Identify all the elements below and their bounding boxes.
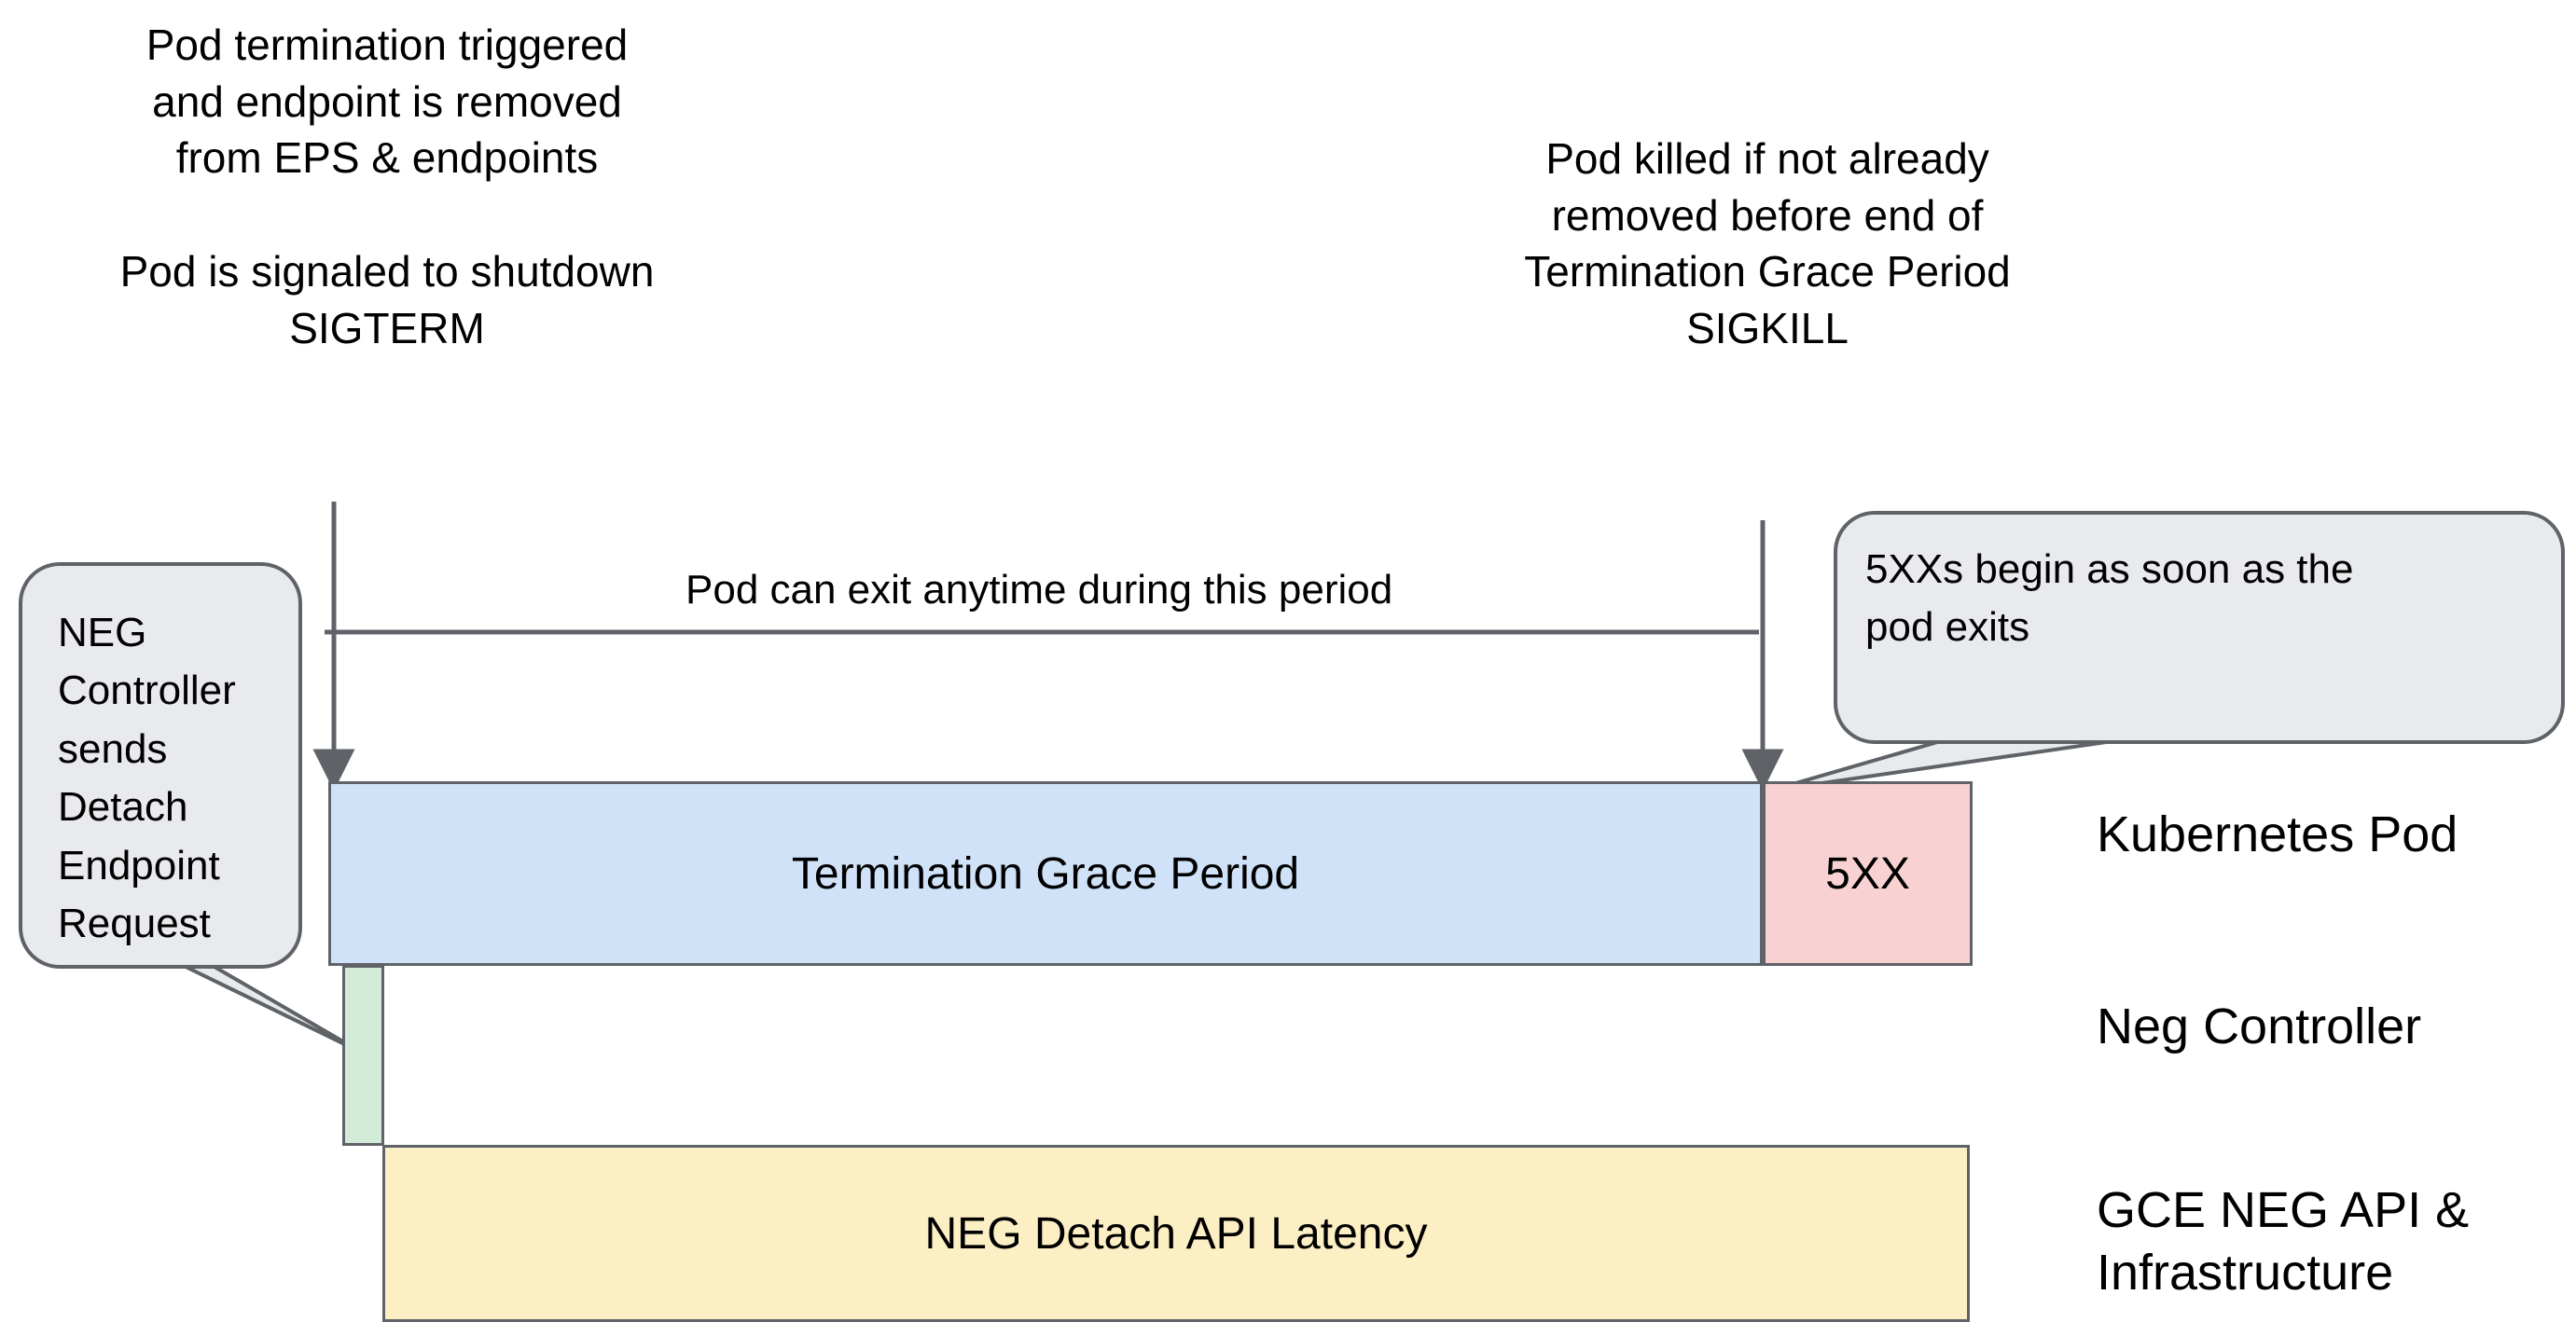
- lane-label-gce-neg-api: GCE NEG API & Infrastructure: [2097, 1182, 2470, 1301]
- bar-neg-controller-detach: [342, 965, 384, 1146]
- bar-5xx: 5XX: [1763, 781, 1973, 966]
- bar-5xx-label: 5XX: [1825, 848, 1910, 899]
- bar-neg-detach-api-latency-label: NEG Detach API Latency: [924, 1208, 1428, 1259]
- callout-right-label: 5XXs begin as soon as the pod exits: [1865, 546, 2354, 651]
- note-pod-killed-sigkill: Pod killed if not already removed before…: [1524, 134, 2011, 353]
- callout-left-bubble: [19, 562, 302, 969]
- note-pod-termination-triggered: Pod termination triggered and endpoint i…: [119, 21, 655, 352]
- lane-label-neg-controller: Neg Controller: [2097, 999, 2422, 1054]
- period-label-pod-can-exit: Pod can exit anytime during this period: [686, 567, 1393, 613]
- lane-label-kubernetes-pod: Kubernetes Pod: [2097, 806, 2458, 862]
- callout-left-label: NEG Controller sends Detach Endpoint Req…: [58, 610, 236, 947]
- callout-right-bubble: [1834, 511, 2565, 744]
- bar-neg-detach-api-latency: NEG Detach API Latency: [382, 1145, 1970, 1322]
- bar-termination-grace-period-label: Termination Grace Period: [791, 848, 1300, 899]
- bar-termination-grace-period: Termination Grace Period: [328, 781, 1763, 966]
